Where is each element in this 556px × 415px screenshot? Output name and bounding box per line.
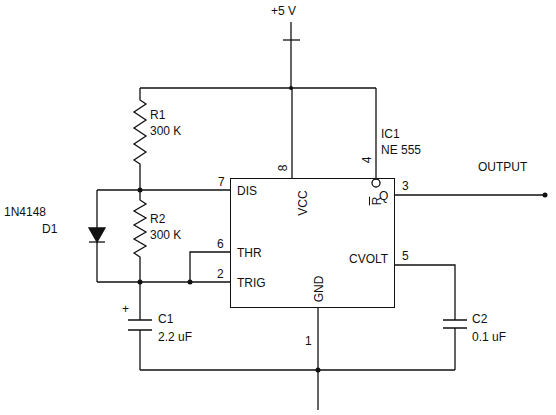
pin-name: Q (379, 189, 388, 203)
pin1-wire (317, 308, 318, 410)
ic-body: IC1NE 555DISVCCRQTHRTRIGGNDCVOLT (230, 178, 395, 308)
pin-number: 4 (360, 157, 374, 164)
supply-label: +5 V (271, 4, 296, 18)
part-designator: R2 (150, 212, 165, 226)
pin-name: GND (312, 276, 326, 303)
supply-terminal (283, 39, 300, 40)
pin-name: CVOLT (349, 252, 388, 266)
output-wire (395, 194, 545, 195)
ground-rail (140, 369, 455, 370)
capacitor-symbol (395, 265, 467, 370)
part-number: NE 555 (381, 143, 421, 157)
pin-number: 1 (305, 334, 312, 348)
pin6-wire (190, 252, 230, 282)
pin2-wire (97, 281, 230, 282)
junction-dot (188, 280, 193, 285)
pin-name: THR (237, 246, 262, 260)
junction-dot (289, 86, 293, 90)
resistor-symbol (134, 190, 146, 282)
pin-number: 8 (276, 165, 290, 172)
component-value: 300 K (150, 228, 181, 242)
component-value: 1N4148 (4, 205, 46, 219)
polarity-mark: + (122, 302, 129, 316)
reset-inversion-bubble (372, 179, 380, 187)
junction-dot (138, 188, 143, 193)
signal-name: OUTPUT (478, 160, 527, 174)
part-designator: IC1 (381, 127, 400, 141)
top-rail (140, 87, 376, 88)
pin-number: 2 (217, 267, 224, 281)
pin-name: TRIG (237, 276, 266, 290)
component-value: 300 K (150, 124, 181, 138)
output-terminal (543, 193, 548, 198)
resistor-symbol (134, 88, 146, 190)
diode-symbol (89, 228, 105, 242)
supply-wire (290, 22, 291, 88)
pin-name: DIS (237, 184, 257, 198)
component-value: 2.2 uF (158, 330, 192, 344)
diode-symbol (89, 241, 105, 242)
pin-number: 3 (402, 179, 409, 193)
pin-number: 6 (217, 237, 224, 251)
capacitor-symbol (128, 282, 152, 370)
pin-number: 7 (218, 175, 225, 189)
part-designator: R1 (150, 108, 165, 122)
junction-dot (138, 280, 143, 285)
part-designator: D1 (42, 222, 57, 236)
pin-name: VCC (296, 190, 310, 215)
component-value: 0.1 uF (472, 330, 506, 344)
pin8-wire (291, 88, 292, 178)
pin7-wire (97, 189, 230, 190)
pin4-wire (375, 88, 376, 178)
junction-dot (316, 368, 321, 373)
pin-number: 5 (402, 249, 409, 263)
part-designator: C1 (158, 312, 173, 326)
part-designator: C2 (472, 312, 487, 326)
